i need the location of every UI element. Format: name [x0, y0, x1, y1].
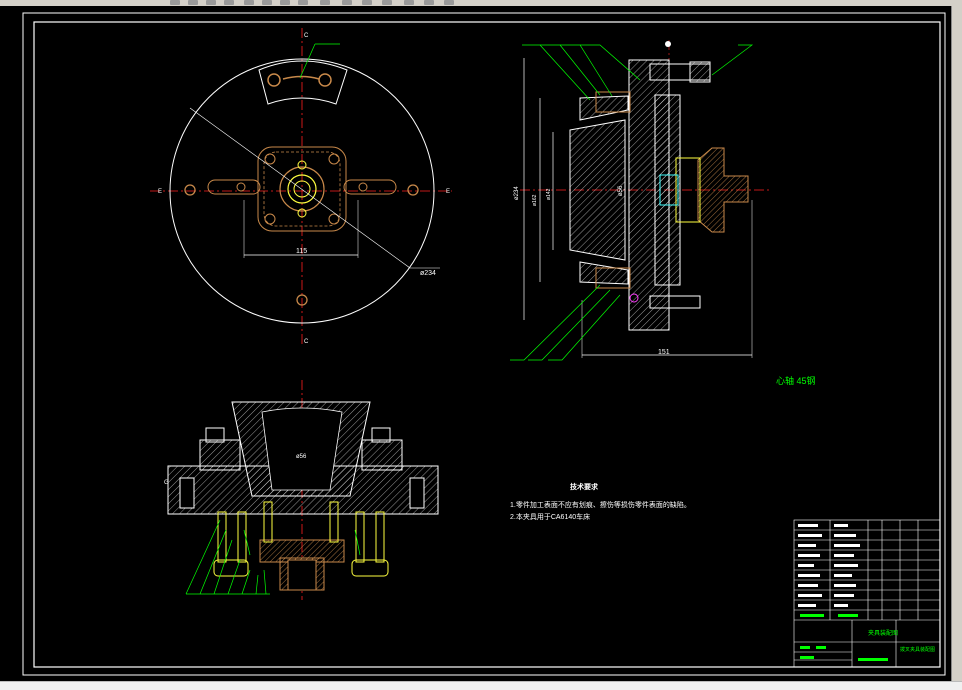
drawing-canvas[interactable] — [0, 6, 952, 682]
toolbar-icon[interactable] — [206, 0, 216, 5]
top-view: E E C C 115 ø234 — [150, 28, 452, 345]
section-mark-bottom: C — [304, 339, 309, 345]
cad-drawing: E E C C 115 ø234 — [22, 12, 946, 676]
toolbar-icon[interactable] — [362, 0, 372, 5]
toolbar-icon[interactable] — [170, 0, 180, 5]
title-block-company: 拨叉夹具装配图 — [900, 647, 936, 653]
toolbar-icon[interactable] — [424, 0, 434, 5]
toolbar-icon[interactable] — [188, 0, 198, 5]
dim-115: 115 — [296, 248, 307, 255]
dim-151: 151 — [658, 349, 670, 356]
section-mark-top: C — [304, 33, 309, 39]
tech-requirements: 1.零件加工表面不应有划痕、擦伤等损伤零件表面的缺陷。 2.本夹具用于CA614… — [510, 500, 691, 524]
note-line-1: 1.零件加工表面不应有划痕、擦伤等损伤零件表面的缺陷。 — [510, 502, 691, 509]
toolbar-strip — [0, 0, 962, 6]
dim-d234-top: ø234 — [420, 270, 436, 277]
title-block-green — [800, 614, 888, 661]
title-block — [793, 519, 941, 668]
horizontal-scrollbar[interactable] — [0, 681, 962, 690]
toolbar-icon[interactable] — [342, 0, 352, 5]
toolbar-icon[interactable] — [444, 0, 454, 5]
dim-d56-bottom: ø56 — [296, 454, 307, 460]
title-block-fills — [798, 524, 860, 607]
front-view: ø56 G — [164, 380, 439, 600]
material-label: 心轴 45钢 — [776, 376, 816, 386]
section-mark-front: G — [164, 480, 169, 486]
toolbar-icon[interactable] — [224, 0, 234, 5]
sheet-border — [22, 12, 946, 676]
toolbar-icon[interactable] — [298, 0, 308, 5]
toolbar-icon[interactable] — [280, 0, 290, 5]
dim-d234-side: ø234 — [514, 186, 520, 200]
section-mark-left: E — [158, 189, 162, 195]
toolbar-icon[interactable] — [404, 0, 414, 5]
section-mark-right: E — [446, 189, 450, 195]
toolbar-icon[interactable] — [244, 0, 254, 5]
vertical-scrollbar[interactable] — [951, 6, 962, 682]
toolbar-icon[interactable] — [262, 0, 272, 5]
drawing-frame — [33, 21, 941, 668]
note-line-2: 2.本夹具用于CA6140车床 — [510, 514, 591, 521]
svg-text:ø162: ø162 — [532, 194, 538, 206]
toolbar-icon[interactable] — [320, 0, 330, 5]
svg-text:ø142: ø142 — [546, 188, 552, 200]
tech-requirements-title: 技术要求 — [570, 484, 598, 491]
dim-d56-right: ø56 — [618, 185, 624, 196]
title-block-drawing-name: 夹具装配图 — [868, 631, 899, 637]
toolbar-icon[interactable] — [382, 0, 392, 5]
side-view: ø234 ø162 ø142 ø56 151 — [510, 40, 770, 361]
